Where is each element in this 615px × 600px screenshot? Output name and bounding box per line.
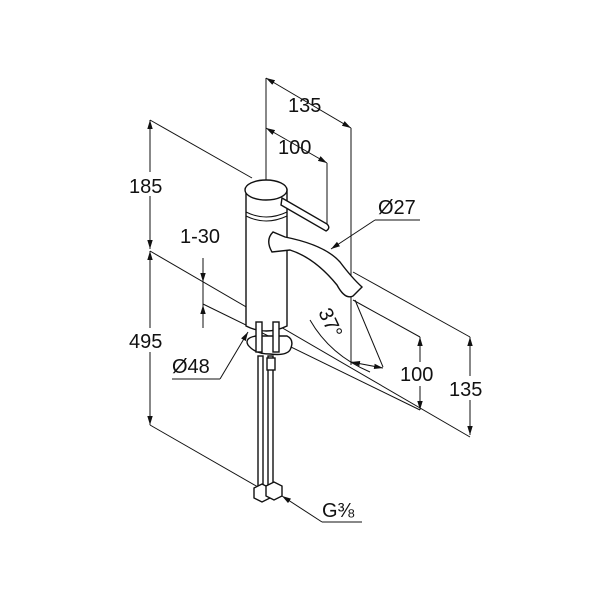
top-reach-dimension: 135 [265, 77, 352, 365]
height-below-deck-dimension: 495 [128, 251, 259, 488]
faucet-body [244, 179, 288, 332]
lever-reach-dimension: 100 [265, 127, 328, 225]
mounting-fixing [246, 321, 293, 356]
top-reach-label: 135 [288, 95, 321, 117]
spout-diameter-label: Ø27 [378, 197, 416, 219]
deck-thickness-dimension: 1-30 [180, 226, 220, 328]
body-diameter-label: Ø48 [172, 356, 210, 378]
lever-reach-label: 100 [278, 137, 311, 159]
body-diameter-callout: Ø48 [172, 331, 249, 380]
height-above-deck-label: 185 [129, 176, 162, 198]
spout [268, 231, 471, 338]
spout-height-low-dimension: 100 [400, 337, 442, 410]
height-above-deck-dimension: 185 [128, 119, 253, 249]
spout-height-high-dimension: 135 [449, 337, 491, 435]
spout-height-low-label: 100 [400, 364, 433, 386]
spout-diameter-callout: Ø27 [330, 197, 420, 250]
deck-thickness-label: 1-30 [180, 226, 220, 248]
connection-thread-label: G⅜ [322, 500, 355, 522]
spout-height-high-label: 135 [449, 379, 482, 401]
deck-top-line [149, 250, 471, 438]
spout-angle-label: 37° [313, 305, 346, 342]
connection-thread-callout: G⅜ [281, 495, 362, 523]
lever-handle [280, 196, 330, 232]
supply-hoses [253, 355, 283, 503]
deck-bottom-line [202, 303, 421, 411]
height-below-deck-label: 495 [129, 331, 162, 353]
